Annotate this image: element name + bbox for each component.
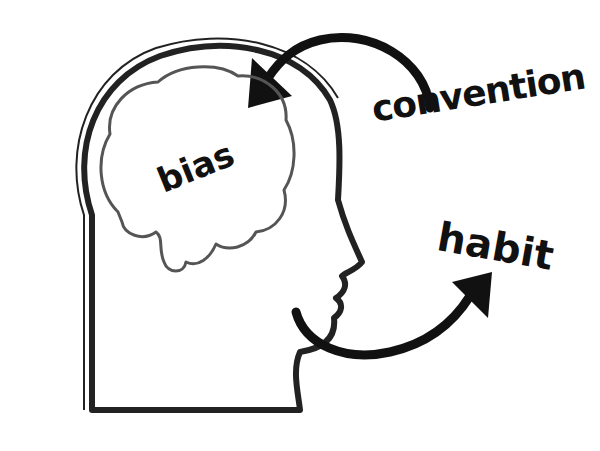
curved-arrow-out <box>296 296 470 355</box>
word-label: habit <box>435 216 557 276</box>
brain-text: bias <box>153 136 239 197</box>
word-label: convention <box>369 59 587 128</box>
arrowhead-in <box>248 58 292 108</box>
head-inner-line <box>76 38 338 410</box>
arrowhead-out <box>452 272 492 318</box>
brain-node: bias <box>98 62 298 274</box>
head-outline <box>84 46 362 410</box>
